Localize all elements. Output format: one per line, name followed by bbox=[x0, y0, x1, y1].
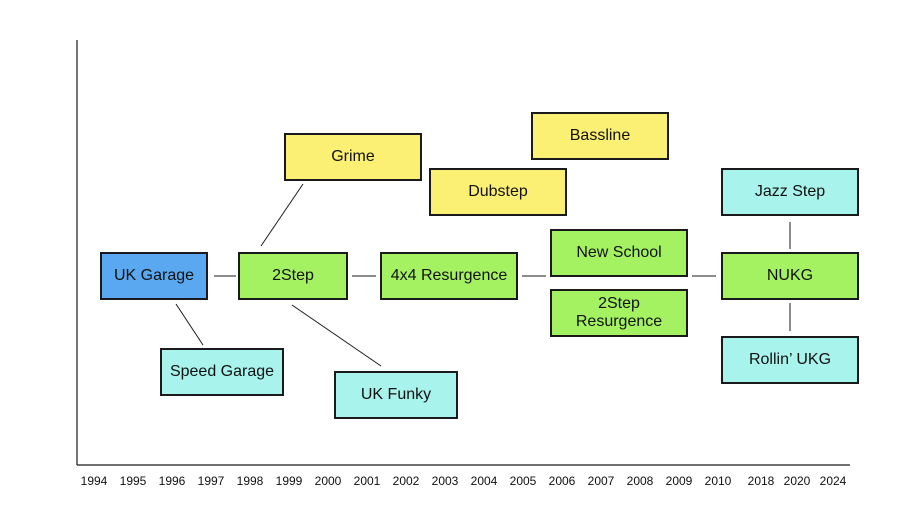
year-label: 2003 bbox=[431, 474, 459, 488]
year-label: 2002 bbox=[392, 474, 420, 488]
year-label: 2009 bbox=[665, 474, 693, 488]
genre-box-uk-garage: UK Garage bbox=[100, 252, 208, 300]
year-label: 2010 bbox=[704, 474, 732, 488]
genre-box-bassline: Bassline bbox=[531, 112, 669, 160]
genre-box-2step-resurgence: 2Step Resurgence bbox=[550, 289, 688, 337]
year-label: 1997 bbox=[197, 474, 225, 488]
genre-box-4x4-resurgence: 4x4 Resurgence bbox=[380, 252, 518, 300]
year-label: 2007 bbox=[587, 474, 615, 488]
genre-box-new-school: New School bbox=[550, 229, 688, 277]
genre-box-speed-garage: Speed Garage bbox=[160, 348, 284, 396]
year-label: 2008 bbox=[626, 474, 654, 488]
genre-box-nukg: NUKG bbox=[721, 252, 859, 300]
genre-box-grime: Grime bbox=[284, 133, 422, 181]
year-label: 1995 bbox=[119, 474, 147, 488]
year-label: 2005 bbox=[509, 474, 537, 488]
connector-2step-grime bbox=[260, 183, 304, 247]
year-label: 2000 bbox=[314, 474, 342, 488]
year-label: 2006 bbox=[548, 474, 576, 488]
year-label: 1999 bbox=[275, 474, 303, 488]
year-label: 1994 bbox=[80, 474, 108, 488]
genre-box-uk-funky: UK Funky bbox=[334, 371, 458, 419]
year-label: 2001 bbox=[353, 474, 381, 488]
year-label: 2024 bbox=[819, 474, 847, 488]
connector-2step-ukfunky bbox=[291, 304, 382, 367]
genre-box-dubstep: Dubstep bbox=[429, 168, 567, 216]
connector-ukgarage-speedgarage bbox=[175, 303, 204, 346]
genre-box-jazz-step: Jazz Step bbox=[721, 168, 859, 216]
genre-box-rollin-ukg: Rollin’ UKG bbox=[721, 336, 859, 384]
genre-box-2step: 2Step bbox=[238, 252, 348, 300]
year-label: 1996 bbox=[158, 474, 186, 488]
year-label: 2004 bbox=[470, 474, 498, 488]
year-label: 2018 bbox=[747, 474, 775, 488]
year-label: 1998 bbox=[236, 474, 264, 488]
year-label: 2020 bbox=[783, 474, 811, 488]
